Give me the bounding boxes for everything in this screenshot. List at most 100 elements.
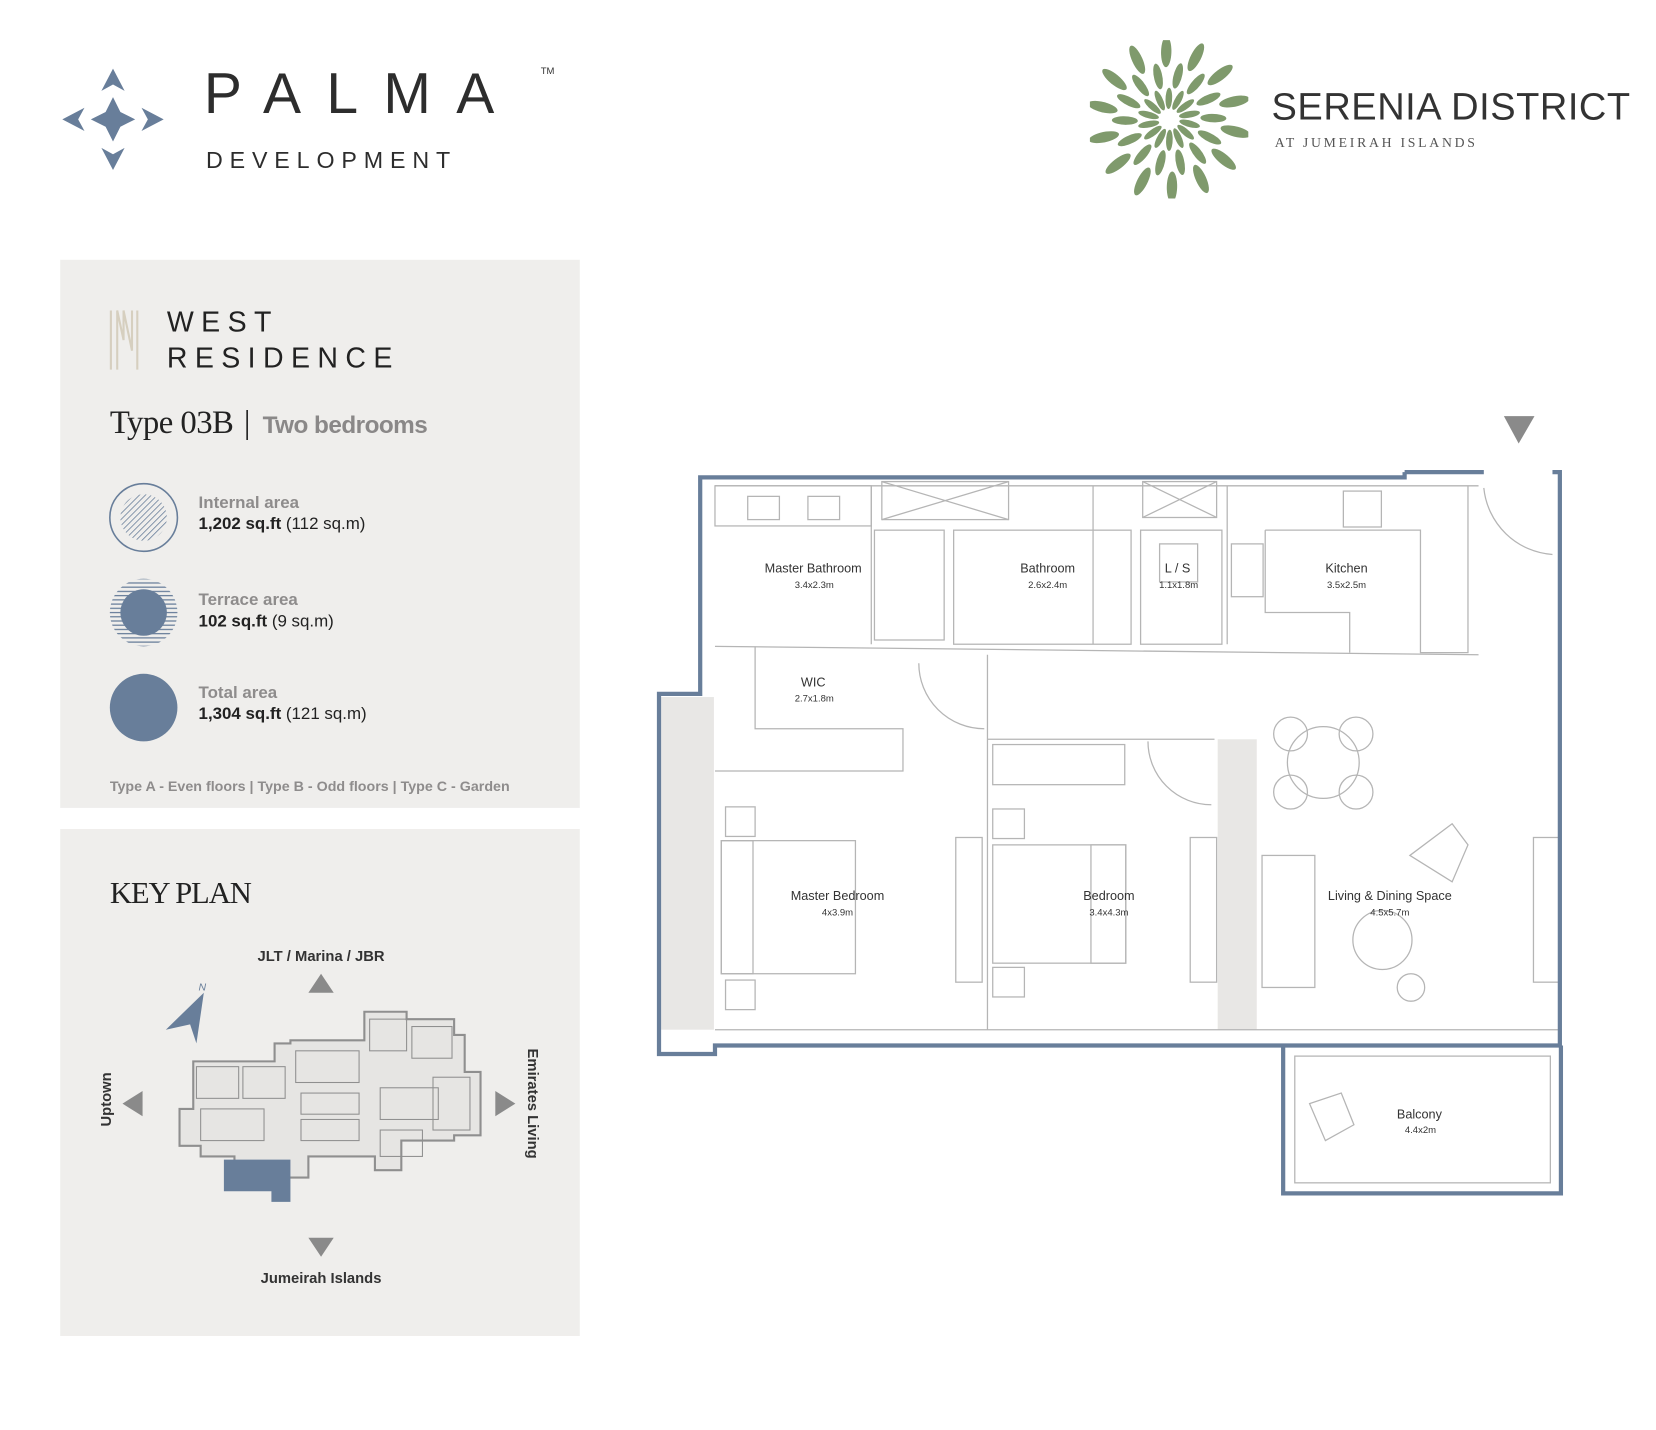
room-bathroom: Bathroom 2.6x2.4m [1020,561,1075,591]
leaf-shape [1166,129,1173,151]
key-plan-diagram: N [122,973,516,1257]
unit-type-heading: Type 03B| Two bedrooms [109,403,428,441]
leaf-shape [1175,149,1186,175]
room-size: 1.1x1.8m [1159,580,1198,591]
arrow-right-icon [495,1090,516,1117]
room-size: 3.4x4.3m [1089,908,1128,919]
leaf-shape [1116,94,1141,109]
building-name-line2: RESIDENCE [166,342,400,374]
key-plan-title: KEY PLAN [109,876,252,911]
room-name: Bedroom [1083,889,1134,903]
area-label: Terrace area [198,591,298,610]
leaf-shape [1189,142,1207,164]
building-name-line1: WEST [166,306,279,338]
total-area-icon [109,673,178,742]
serenia-flower-logo-icon [1089,40,1249,199]
leaf-shape [1161,40,1172,68]
room-size: 4.4x2m [1405,1125,1436,1136]
leaf-shape [1134,167,1151,196]
leaf-shape [1089,131,1119,144]
arrow-left-icon [122,1090,143,1117]
room-name: Bathroom [1020,561,1075,575]
area-sqm: (121 sq.m) [285,705,367,724]
leaf-shape [1105,153,1131,174]
wall-column [1217,739,1257,1030]
leaf-shape [1207,64,1233,86]
trademark: TM [540,65,555,77]
leaf-shape [1179,110,1200,119]
exterior-walls [656,469,1564,1196]
building-name: WEST RESIDENCE [167,304,400,376]
area-label: Total area [198,684,278,703]
leaf-shape [1153,63,1163,90]
internal-area-icon [109,482,179,553]
leaf-shape [1166,171,1178,199]
leaf-shape [1196,92,1221,106]
developer-subtitle: DEVELOPMENT [205,146,458,174]
leaf-shape [1211,148,1236,170]
leaf-shape [1117,133,1142,147]
west-residence-logo-icon [109,310,139,370]
room-wic: WIC 2.7x1.8m [795,675,834,704]
room-name: WIC [801,675,826,689]
arrow-up-icon [308,973,334,993]
area-label: Internal area [198,494,300,513]
internal-area: Internal area 1,202 sq.ft (112 sq.m) [199,494,366,534]
leaf-shape [1186,73,1205,95]
leaf-shape [1187,43,1205,72]
arrow-down-icon [308,1237,334,1257]
palma-diamond-logo-icon [62,68,164,171]
type-floor-note: Type A - Even floors | Type B - Odd floo… [109,778,510,795]
total-area: Total area 1,304 sq.ft (121 sq.m) [199,684,367,724]
leaf-shape [1172,90,1184,110]
unit-type: Type 03B [109,403,234,441]
interior-walls [714,480,1561,1184]
room-size: 2.6x2.4m [1028,580,1067,591]
room-name: Living & Dining Space [1328,889,1452,903]
room-kitchen: Kitchen 3.5x2.5m [1325,561,1367,591]
project-location: AT JUMEIRAH ISLANDS [1274,134,1478,150]
terrace-area: Terrace area 102 sq.ft (9 sq.m) [199,591,334,631]
room-name: Balcony [1397,1107,1443,1121]
room-size: 4.5x5.7m [1370,908,1409,919]
bedroom-count: Two bedrooms [262,410,428,439]
building-outline [178,1010,482,1179]
room-bedroom: Bedroom 3.4x4.3m [1083,889,1134,919]
north-arrow-icon: N [165,982,207,1044]
leaf-shape [1111,116,1138,125]
room-name: Kitchen [1325,561,1367,575]
separator: | [243,403,251,441]
leaf-shape [1200,113,1227,123]
north-label: N [199,982,207,994]
room-living-dining: Living & Dining Space 4.5x5.7m [1328,889,1452,919]
room-linen-storage: L / S1.1x1.8m [1159,561,1198,591]
area-legend-icons [109,482,179,742]
room-size: 3.4x2.3m [795,580,834,591]
direction-bottom-label: Jumeirah Islands [260,1269,382,1287]
area-sqft: 1,304 sq.ft [198,705,282,724]
terrace-area-icon [109,578,178,647]
entrance-arrow-icon [1503,416,1535,444]
leaf-shape [1133,144,1152,165]
wall-column [661,697,714,1030]
area-sqft: 1,202 sq.ft [198,515,282,534]
direction-top-label: JLT / Marina / JBR [257,947,385,965]
leaf-shape [1155,150,1166,176]
leaf-shape [1144,99,1161,114]
leaf-shape [1193,164,1209,194]
leaf-shape [1144,125,1162,140]
room-size: 3.5x2.5m [1327,580,1366,591]
leaf-shape [1219,95,1249,108]
area-sqft: 102 sq.ft [198,612,268,631]
leaf-shape [1089,100,1118,114]
area-sqm: (112 sq.m) [285,515,366,534]
leaf-shape [1154,128,1167,148]
developer-brand: PALMA [203,62,520,126]
leaf-shape [1220,125,1249,138]
leaf-shape [1138,110,1159,120]
room-size: 2.7x1.8m [795,693,834,704]
